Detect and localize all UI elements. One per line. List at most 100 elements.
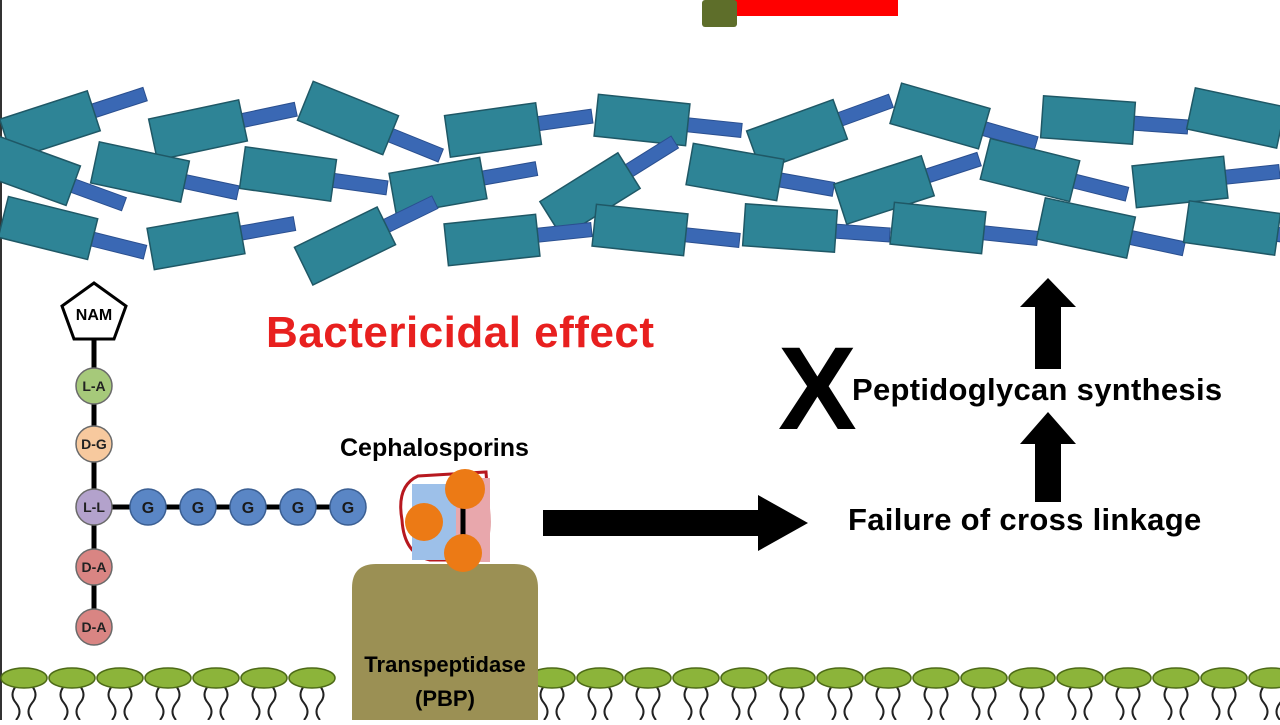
phospholipid (1057, 668, 1103, 720)
lipid-head (913, 668, 959, 688)
top-red-bar (728, 0, 898, 16)
top-green-tab (702, 0, 737, 27)
failure-cross-linkage-label: Failure of cross linkage (848, 502, 1201, 538)
lipid-head (289, 668, 335, 688)
lipid-tail (733, 686, 756, 720)
arrow-up-lower (1020, 412, 1076, 502)
arrow-shaft (543, 510, 761, 536)
lipid-head (865, 668, 911, 688)
glycan-block (149, 100, 248, 160)
phospholipid (913, 668, 959, 720)
lipid-tail (205, 686, 228, 720)
phospholipid (577, 668, 623, 720)
glycine-residue: G (330, 489, 366, 525)
peptide-linker (683, 228, 740, 248)
nam-label: NAM (76, 307, 112, 324)
cephalosporin-molecule (401, 469, 490, 572)
peptide-linker (981, 226, 1038, 246)
glycan-block (1132, 156, 1228, 207)
drug-dot (444, 534, 482, 572)
phospholipid (97, 668, 143, 720)
lipid-head (193, 668, 239, 688)
lipid-head (1105, 668, 1151, 688)
lipid-tail (109, 686, 132, 720)
glycan-block (240, 147, 337, 201)
lipid-tail (829, 686, 852, 720)
lipid-tail (637, 686, 660, 720)
peptidoglycan-wall (0, 74, 1280, 285)
glycine-label: G (242, 500, 254, 517)
lipid-head (97, 668, 143, 688)
lipid-head (961, 668, 1007, 688)
peptide-linker (240, 102, 298, 127)
glycan-unit (445, 95, 595, 157)
peptide-linker (90, 87, 148, 118)
residue-label: D-A (82, 619, 107, 635)
cephalosporins-label: Cephalosporins (340, 434, 529, 463)
glycan-unit (389, 148, 540, 215)
lipid-tail (1261, 686, 1280, 720)
glycan-unit (1184, 201, 1280, 263)
glycan-block (743, 204, 838, 252)
lipid-tail (1165, 686, 1188, 720)
glycan-block (1041, 96, 1136, 144)
peptide-linker (833, 224, 890, 242)
peptide-linker (836, 94, 893, 126)
glycan-block (1187, 88, 1280, 148)
glycine-residue: G (230, 489, 266, 525)
lipid-tail (301, 686, 324, 720)
phospholipid (1105, 668, 1151, 720)
glycan-block (445, 103, 542, 157)
glycan-block (980, 138, 1079, 201)
amino-acid-residue: D-A (76, 549, 112, 585)
peptide-linker (924, 152, 982, 183)
amino-acid-residue: D-A (76, 609, 112, 645)
peptide-linker (535, 223, 592, 243)
phospholipid (625, 668, 671, 720)
arrow-shaft (1035, 442, 1061, 502)
lipid-tail (781, 686, 804, 720)
lipid-head (1057, 668, 1103, 688)
amino-acid-residue: L-L (76, 489, 112, 525)
glycan-block (1184, 201, 1280, 255)
peptide-linker (386, 128, 443, 162)
arrow-up-upper (1020, 278, 1076, 369)
drug-dot (405, 503, 443, 541)
phospholipid (1009, 668, 1055, 720)
peptide-linker (1071, 174, 1129, 201)
glycan-block (1037, 198, 1136, 258)
lipid-head (1009, 668, 1055, 688)
phospholipid (865, 668, 911, 720)
lipid-head (817, 668, 863, 688)
amino-acid-residue: L-A (76, 368, 112, 404)
phospholipid (241, 668, 287, 720)
lipid-head (769, 668, 815, 688)
glycan-block (592, 204, 688, 255)
glycan-block (389, 157, 487, 214)
lipid-head (1249, 668, 1280, 688)
peptide-linker (1131, 116, 1188, 134)
glycan-block (890, 202, 986, 253)
residue-label: D-A (82, 559, 107, 575)
lipid-tail (253, 686, 276, 720)
peptidoglycan-synthesis-label: Peptidoglycan synthesis (852, 372, 1222, 408)
glycan-unit (1132, 151, 1280, 208)
glycan-unit (890, 202, 1040, 259)
lipid-head (1, 668, 47, 688)
lipid-tail (877, 686, 900, 720)
glycan-unit (592, 204, 742, 261)
peptide-linker (238, 217, 296, 241)
lipid-head (673, 668, 719, 688)
glycan-unit (149, 89, 301, 160)
lipid-tail (1069, 686, 1092, 720)
phospholipid (289, 668, 335, 720)
lipid-tail (589, 686, 612, 720)
lipid-head (145, 668, 191, 688)
phospholipid (145, 668, 191, 720)
lipid-head (1201, 668, 1247, 688)
glycine-label: G (192, 500, 204, 517)
lipid-head (721, 668, 767, 688)
glycan-unit (1037, 198, 1189, 269)
